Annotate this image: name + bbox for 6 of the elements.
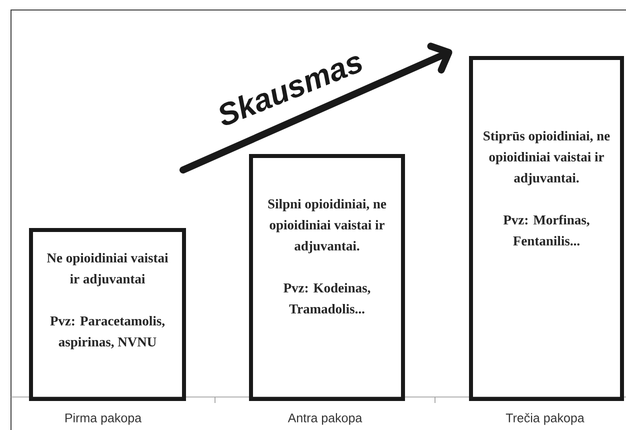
axis-label: Antra pakopa [288,413,362,425]
step-bar: Silpni opioidiniai, ne opioidiniai vaistai ir adjuvantai. Pvz: Kodeinas, Tramadolis... [249,154,405,401]
axis-label: Trečia pakopa [506,413,584,425]
step-bar: Ne opioidiniai vaistai ir adjuvantai Pvz: Paracetamolis, aspirinas, NVNU [29,228,186,401]
step-bar: Stiprūs opioidiniai, ne opioidiniai vaistai ir adjuvantai. Pvz: Morfinas, Fentanilis... [469,56,624,401]
axis-label: Pirma pakopa [65,413,142,425]
